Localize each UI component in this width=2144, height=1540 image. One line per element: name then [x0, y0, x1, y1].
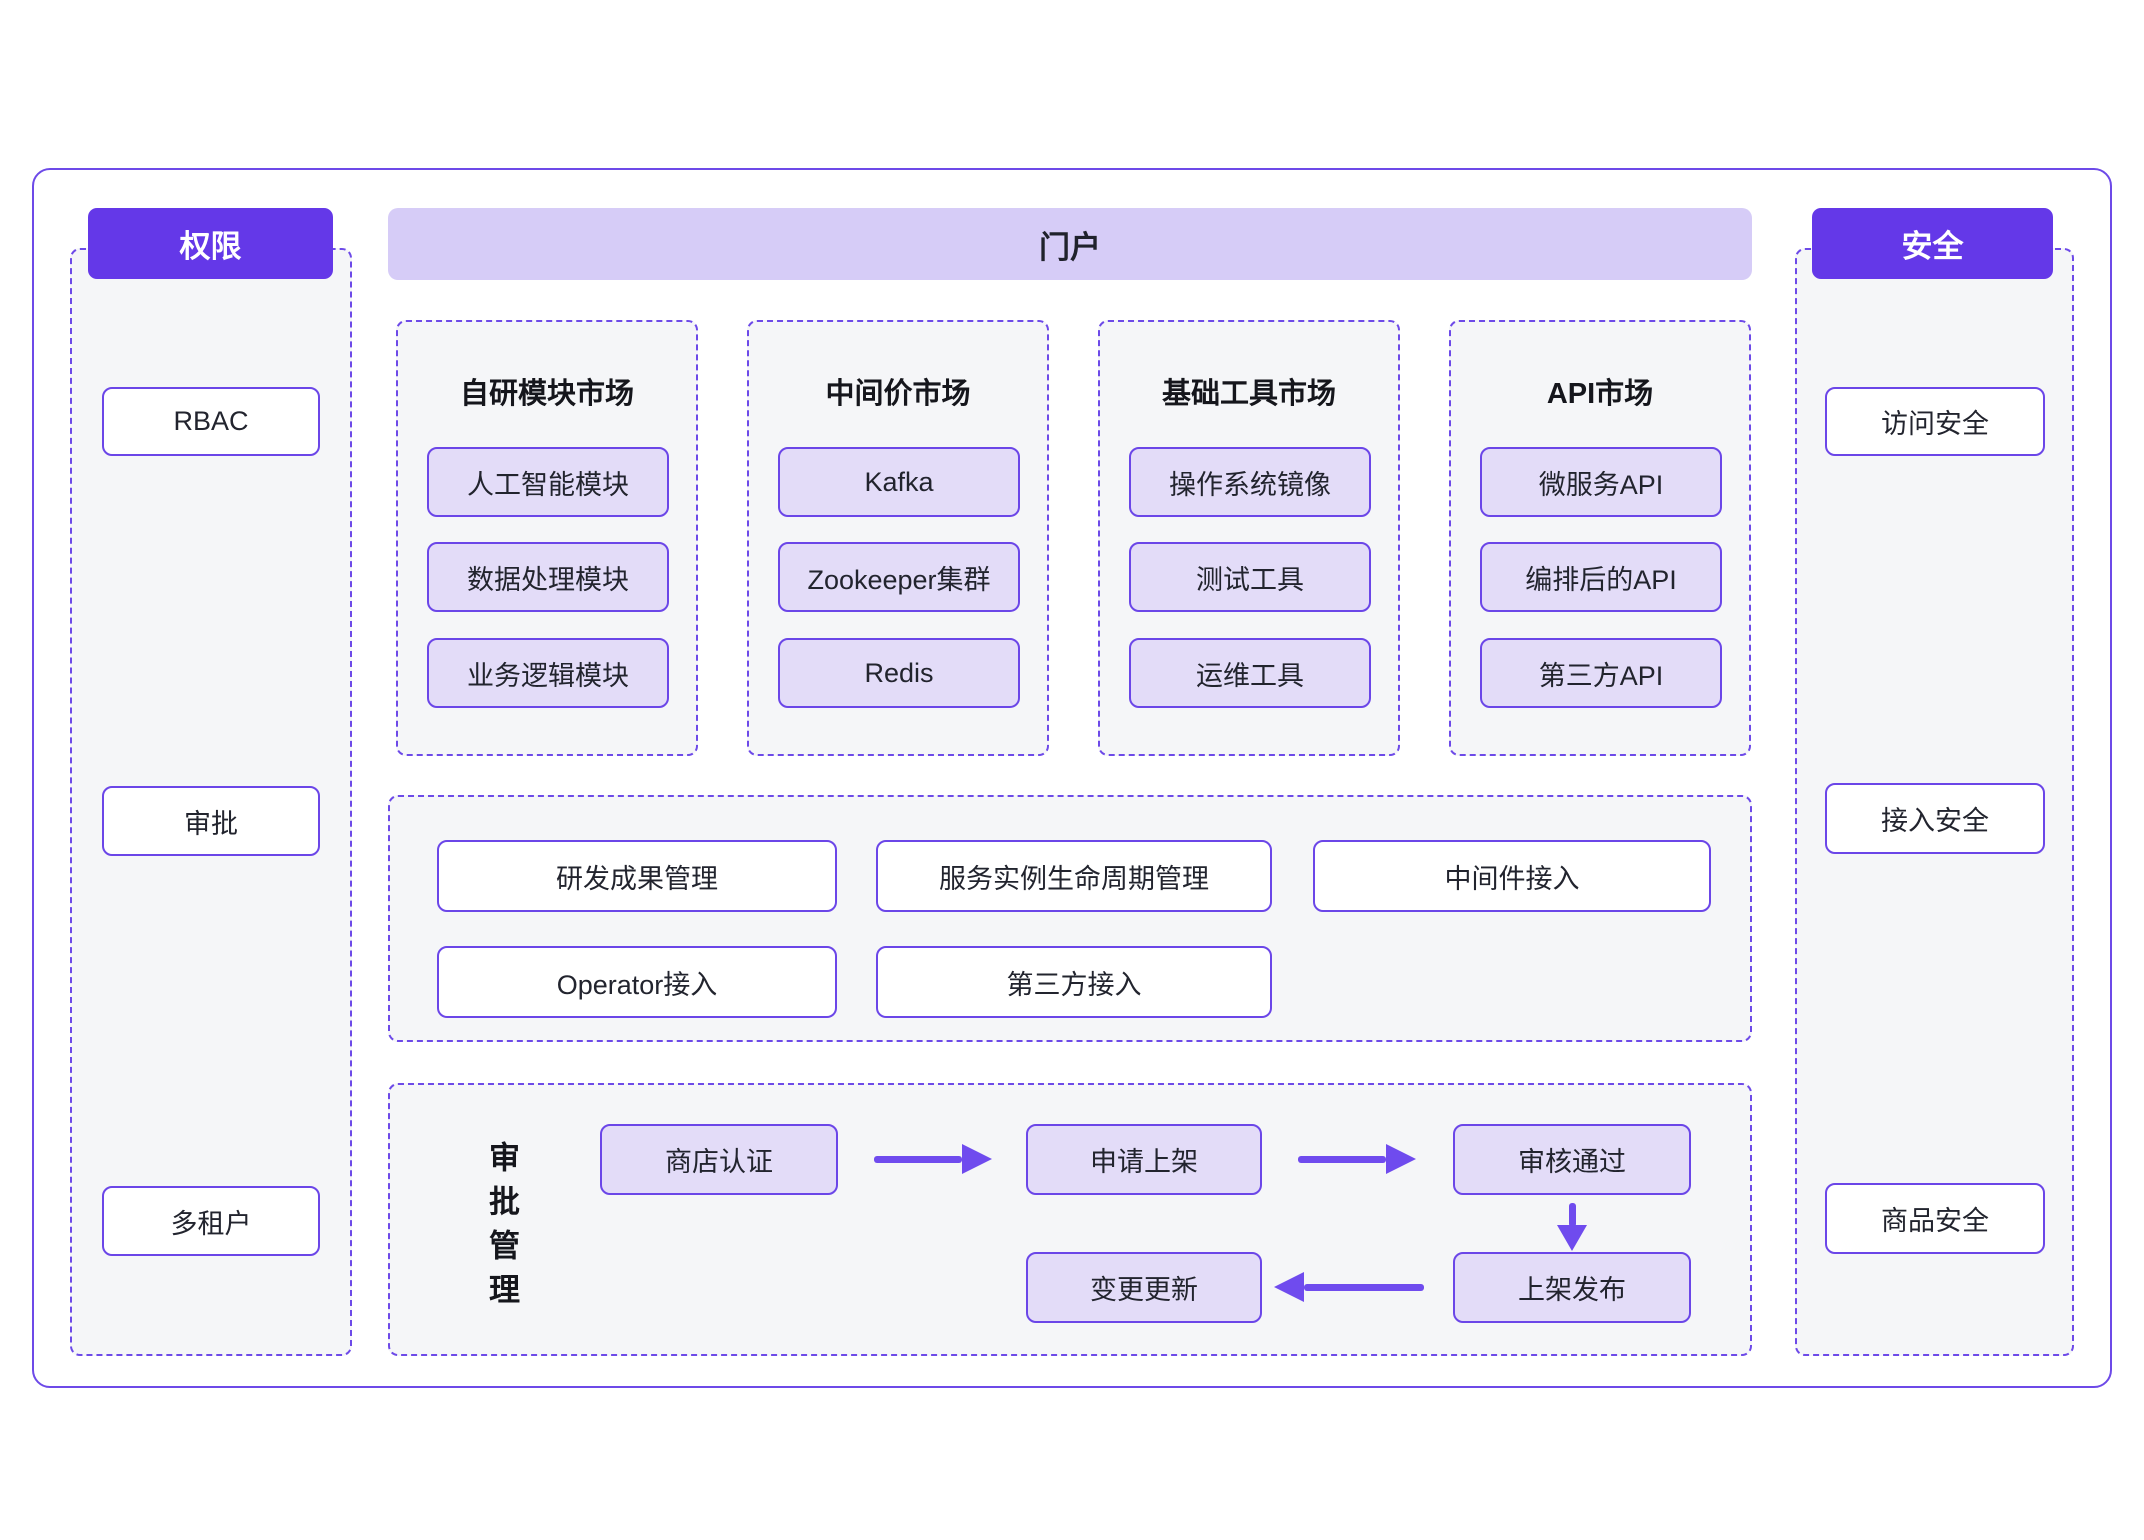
arrow-right-icon	[1298, 1144, 1416, 1175]
arrow-down-icon	[1557, 1203, 1588, 1251]
market-item: Redis	[778, 638, 1020, 708]
permissions-header: 权限	[88, 208, 333, 279]
management-box-operator-access: Operator接入	[437, 946, 837, 1018]
market-item: 编排后的API	[1480, 542, 1722, 612]
arrow-line	[1569, 1203, 1576, 1227]
flow-step-store-certification: 商店认证	[600, 1124, 838, 1195]
management-box-service-lifecycle: 服务实例生命周期管理	[876, 840, 1272, 912]
market-api: API市场 微服务API 编排后的API 第三方API	[1449, 320, 1751, 756]
security-header: 安全	[1812, 208, 2053, 279]
market-item: Zookeeper集群	[778, 542, 1020, 612]
multi-tenant-box: 多租户	[102, 1186, 320, 1256]
market-item: 操作系统镜像	[1129, 447, 1371, 517]
arrow-line	[1304, 1284, 1424, 1291]
arrow-head	[962, 1144, 992, 1174]
market-title: API市场	[1546, 378, 1654, 410]
approval-flow-label: 审批管理	[484, 1141, 519, 1317]
arrow-left-icon	[1274, 1272, 1424, 1303]
integration-security-box: 接入安全	[1825, 783, 2045, 854]
flow-step-listing-release: 上架发布	[1453, 1252, 1691, 1323]
market-basic-tools: 基础工具市场 操作系统镜像 测试工具 运维工具	[1098, 320, 1400, 756]
market-item: 第三方API	[1480, 638, 1722, 708]
arrow-line	[874, 1156, 962, 1163]
rbac-box: RBAC	[102, 387, 320, 456]
diagram-frame	[32, 168, 2112, 1388]
market-title: 中间价市场	[825, 378, 971, 410]
arrow-head	[1274, 1272, 1304, 1302]
market-item: 测试工具	[1129, 542, 1371, 612]
arrow-head	[1386, 1144, 1416, 1174]
market-item: 运维工具	[1129, 638, 1371, 708]
market-item: 数据处理模块	[427, 542, 669, 612]
market-title: 自研模块市场	[459, 378, 634, 410]
market-item: 微服务API	[1480, 447, 1722, 517]
flow-step-change-update: 变更更新	[1026, 1252, 1262, 1323]
market-item: 业务逻辑模块	[427, 638, 669, 708]
flow-step-apply-listing: 申请上架	[1026, 1124, 1262, 1195]
flow-step-review-passed: 审核通过	[1453, 1124, 1691, 1195]
arrow-head	[1557, 1225, 1587, 1251]
market-item: Kafka	[778, 447, 1020, 517]
approval-box: 审批	[102, 786, 320, 856]
product-security-box: 商品安全	[1825, 1183, 2045, 1254]
market-middleware: 中间价市场 Kafka Zookeeper集群 Redis	[747, 320, 1049, 756]
arrow-right-icon	[874, 1144, 992, 1175]
market-self-dev-modules: 自研模块市场 人工智能模块 数据处理模块 业务逻辑模块	[396, 320, 698, 756]
management-section: 研发成果管理 服务实例生命周期管理 中间件接入 Operator接入 第三方接入	[388, 795, 1752, 1042]
management-box-middleware-access: 中间件接入	[1313, 840, 1711, 912]
market-item: 人工智能模块	[427, 447, 669, 517]
management-box-third-party-access: 第三方接入	[876, 946, 1272, 1018]
market-title: 基础工具市场	[1161, 378, 1336, 410]
management-box-rd-results: 研发成果管理	[437, 840, 837, 912]
portal-banner: 门户	[388, 208, 1752, 280]
approval-flow-section: 审批管理 商店认证 申请上架 审核通过 上架发布 变更更新	[388, 1083, 1752, 1356]
access-security-box: 访问安全	[1825, 387, 2045, 456]
arrow-line	[1298, 1156, 1386, 1163]
